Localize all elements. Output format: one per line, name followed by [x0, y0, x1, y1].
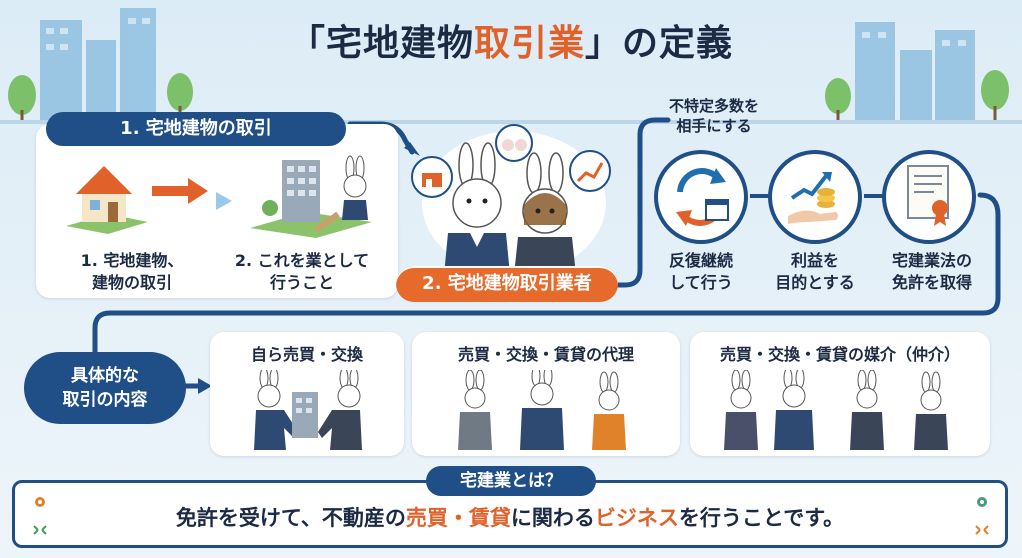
requirement-circle-1: [654, 150, 748, 244]
section1-header: 1. 宅地建物の取引: [46, 112, 346, 146]
handshake-bunnies-icon: [254, 370, 362, 450]
section2-label: 2. 宅地建物取引業者: [396, 266, 618, 302]
house-icon: [66, 166, 148, 234]
office-building-icon: [250, 155, 372, 238]
requirement-circle-2: [768, 150, 862, 244]
footer-text: 免許を受けて、不動産の売買・賃貸に関わるビジネスを行うことです。: [175, 506, 845, 530]
requirement-label-3: 宅建業法の免許を取得: [891, 251, 972, 292]
agency-bunnies-icon: [458, 370, 626, 450]
footer-badge: 宅建業とは？: [426, 466, 596, 496]
license-certificate-icon: [907, 165, 949, 226]
step2-label: 2. これを業として行うこと: [234, 251, 370, 292]
arrow-right-icon: [152, 178, 208, 204]
transaction-card-2-title: 売買・交換・賃貸の代理: [457, 345, 634, 364]
agent-bunnies-illustration: [411, 124, 611, 275]
flower-decoration-icon: [975, 497, 989, 535]
money-growth-icon: [788, 172, 838, 224]
page-title: 「宅地建物取引業」の定義: [288, 23, 734, 64]
transaction-card-1-title: 自ら売買・交換: [250, 345, 363, 364]
background-scenery: [0, 8, 1022, 124]
requirements-connector: [750, 194, 884, 198]
requirements-heading: 不特定多数を相手にする: [668, 97, 759, 135]
transactions-label: 具体的な取引の内容: [24, 352, 186, 424]
step1-label: 1. 宅地建物、建物の取引: [80, 251, 184, 292]
transaction-card-3-title: 売買・交換・賃貸の媒介（仲介）: [719, 345, 960, 364]
brokerage-bunnies-icon: [724, 370, 948, 450]
requirement-label-1: 反復継続して行う: [668, 251, 733, 292]
repeat-calendar-icon: [676, 168, 729, 226]
chevron-right-icon: [216, 192, 232, 210]
flower-decoration-icon: [33, 497, 47, 535]
requirement-label-2: 利益を目的とする: [775, 251, 855, 292]
